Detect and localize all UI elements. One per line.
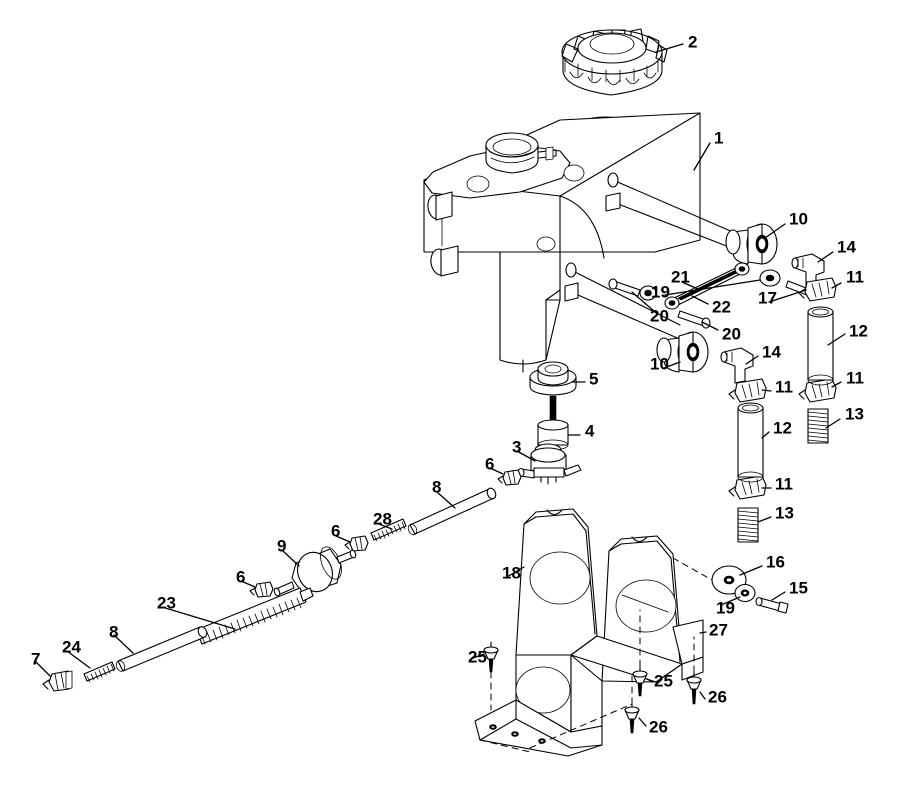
clamp-c-graphic — [249, 581, 274, 598]
fuel-line-upper-graphic — [407, 487, 497, 536]
callout-15: 15 — [789, 578, 808, 598]
hose-clamp-3-graphic — [728, 378, 767, 403]
hose-clamp-4-graphic — [728, 475, 767, 500]
push-rivet-26b-graphic — [529, 671, 640, 749]
callout-12-a: 12 — [849, 321, 868, 341]
callout-25-b: 25 — [654, 671, 673, 691]
link-rod-graphic — [608, 262, 819, 329]
grommet-upper-graphic — [725, 223, 778, 265]
spring-end-graphic — [83, 661, 116, 683]
callout-19-b: 19 — [716, 598, 735, 618]
callout-19-a: 19 — [651, 282, 670, 302]
callout-4: 4 — [585, 421, 595, 441]
callout-11-c: 11 — [846, 368, 864, 388]
callout-17: 17 — [758, 288, 777, 308]
callout-11-b: 11 — [775, 377, 793, 397]
callout-11-a: 11 — [846, 267, 864, 287]
hose-clamp-1-graphic — [798, 277, 837, 302]
fuel-tank-graphic — [423, 112, 701, 373]
alignment-guides — [479, 557, 713, 753]
fuel-line-lower-graphic — [115, 587, 314, 672]
push-rivet-26a-graphic — [686, 636, 702, 705]
callout-11-d: 11 — [775, 474, 793, 494]
hose-clamp-2-graphic — [798, 378, 837, 403]
callout-5: 5 — [589, 369, 599, 389]
bolt-graphic — [755, 596, 789, 614]
callout-20-a: 20 — [650, 306, 669, 326]
fuel-filter-graphic — [273, 546, 357, 597]
grommet-lower-graphic — [656, 331, 709, 373]
callout-21: 21 — [671, 267, 690, 287]
elbow-fitting-upper-graphic — [791, 253, 825, 290]
callout-6-c: 6 — [236, 567, 246, 587]
callout-14-upper: 14 — [837, 237, 856, 257]
callout-26-b: 26 — [649, 717, 668, 737]
callout-24: 24 — [62, 637, 81, 657]
fuel-valve-graphic — [517, 443, 582, 485]
spring-upper-graphic — [807, 408, 829, 444]
callout-18: 18 — [502, 563, 521, 583]
callout-14-lower: 14 — [762, 342, 781, 362]
callout-20-b: 20 — [722, 324, 741, 344]
callout-1: 1 — [714, 128, 724, 148]
callout-13-a: 13 — [845, 404, 864, 424]
spring-small-graphic — [370, 518, 407, 542]
callout-26-a: 26 — [708, 687, 727, 707]
mounting-bracket-graphic — [474, 508, 704, 757]
callout-3: 3 — [512, 437, 522, 457]
callout-10-lower: 10 — [650, 354, 669, 374]
callout-2: 2 — [688, 32, 698, 52]
callout-8-a: 8 — [432, 477, 442, 497]
leader-lines — [35, 43, 846, 727]
callout-28: 28 — [373, 509, 392, 529]
callout-12-b: 12 — [773, 418, 792, 438]
callout-6-a: 6 — [485, 454, 495, 474]
spring-lower-graphic — [737, 507, 759, 543]
fuel-tank-cap-graphic — [561, 28, 668, 96]
grommet-seal-graphic — [529, 361, 577, 396]
callout-6-b: 6 — [331, 521, 341, 541]
callout-9: 9 — [277, 536, 287, 556]
callout-13-b: 13 — [775, 503, 794, 523]
callout-27: 27 — [709, 620, 728, 640]
callout-22: 22 — [712, 297, 731, 317]
callout-16: 16 — [766, 552, 785, 572]
clamp-end-graphic — [42, 670, 73, 692]
callout-10-upper: 10 — [789, 209, 808, 229]
tank-mount-studs — [564, 172, 743, 341]
callout-8-b: 8 — [109, 622, 119, 642]
push-rivet-25a-graphic — [483, 641, 499, 711]
fuel-hose-right-graphic — [807, 306, 834, 386]
fuel-hose-left-graphic — [737, 402, 764, 483]
elbow-fitting-lower-graphic — [720, 347, 754, 384]
hose-spring-guard-graphic — [195, 587, 307, 645]
callout-25-a: 25 — [468, 647, 487, 667]
callout-23: 23 — [157, 593, 176, 613]
clamp-a-graphic — [497, 469, 522, 486]
clamp-b-graphic — [344, 535, 369, 552]
valve-stem-graphic — [537, 395, 569, 451]
small-washer-graphic — [734, 583, 756, 603]
callout-7: 7 — [31, 649, 41, 669]
push-rivet-25b-graphic — [632, 609, 648, 697]
